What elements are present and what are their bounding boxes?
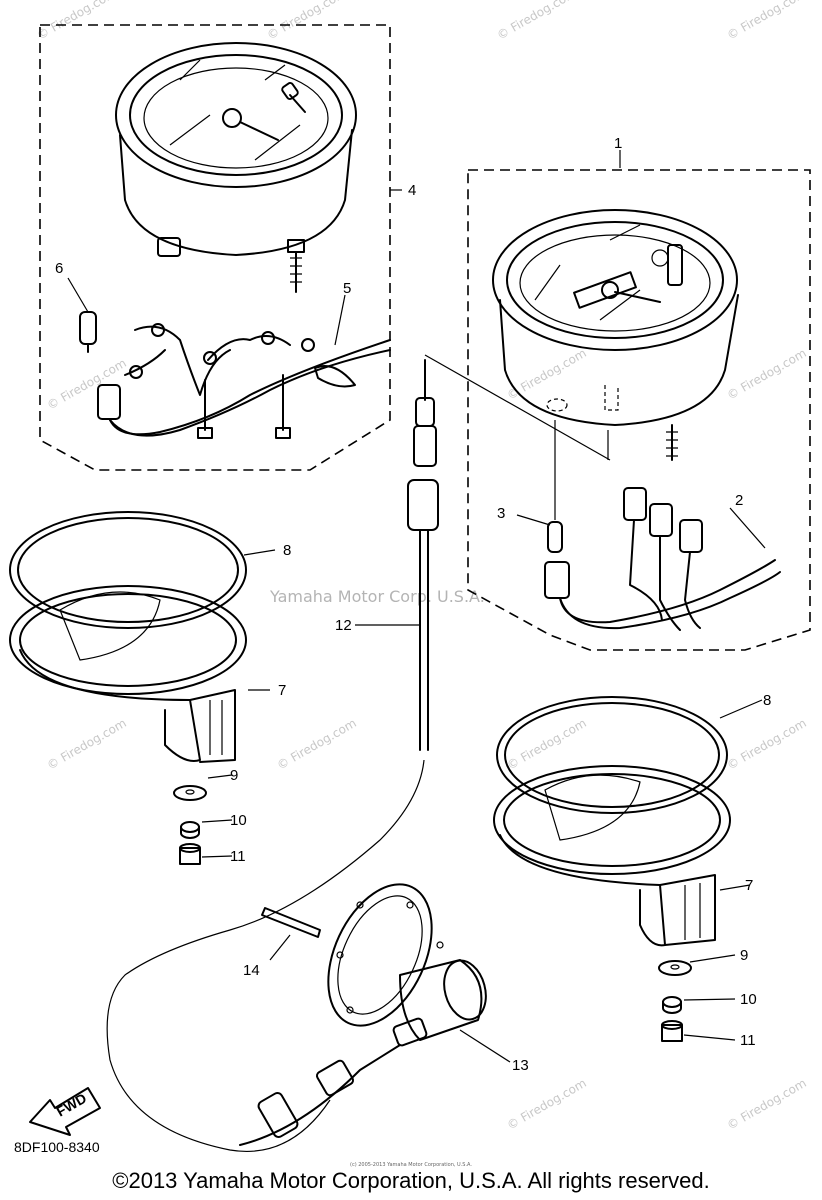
wire-harness-5 bbox=[79, 311, 391, 439]
callout-1: 1 bbox=[614, 135, 622, 152]
callout-3: 3 bbox=[497, 505, 505, 522]
callout-11-right: 11 bbox=[740, 1032, 756, 1049]
speedometer-drive-13 bbox=[327, 883, 487, 1047]
callout-4: 4 bbox=[408, 182, 416, 199]
callout-8-left: 8 bbox=[283, 542, 291, 559]
callout-11-left: 11 bbox=[230, 848, 246, 865]
center-watermark: Yamaha Motor Corp. U.S.A. bbox=[269, 587, 485, 606]
callout-10-left: 10 bbox=[230, 812, 247, 829]
callout-7-right: 7 bbox=[745, 877, 753, 894]
callout-13: 13 bbox=[512, 1057, 529, 1074]
hardware-right bbox=[658, 960, 692, 1042]
gauge-assembly-4 bbox=[115, 42, 357, 293]
watermark: © Firedog.com bbox=[725, 346, 809, 403]
callout-6: 6 bbox=[55, 260, 63, 277]
watermark: © Firedog.com bbox=[265, 0, 349, 43]
wire-harness-2 bbox=[544, 420, 781, 631]
group-box-1 bbox=[467, 169, 811, 651]
fwd-label: FWD bbox=[54, 1090, 90, 1120]
watermark: © Firedog.com bbox=[495, 0, 579, 43]
drawing-code: 8DF100-8340 bbox=[14, 1139, 100, 1155]
watermark: © Firedog.com bbox=[725, 716, 809, 773]
leader-lines bbox=[67, 150, 766, 1063]
callout-9-right: 9 bbox=[740, 947, 748, 964]
gauge-assembly-1 bbox=[492, 209, 739, 461]
watermark: © Firedog.com bbox=[725, 0, 809, 43]
speedometer-cable-12 bbox=[106, 354, 611, 1152]
watermark: © Firedog.com bbox=[505, 716, 589, 773]
callout-2: 2 bbox=[735, 492, 743, 509]
callout-10-right: 10 bbox=[740, 991, 757, 1008]
callout-14: 14 bbox=[243, 962, 260, 979]
callout-5: 5 bbox=[343, 280, 351, 297]
copyright-notice: ©2013 Yamaha Motor Corporation, U.S.A. A… bbox=[112, 1168, 710, 1193]
watermark: © Firedog.com bbox=[505, 1076, 589, 1133]
watermark: © Firedog.com bbox=[45, 716, 129, 773]
watermark: © Firedog.com bbox=[35, 0, 119, 43]
callout-8-right: 8 bbox=[763, 692, 771, 709]
callout-7-left: 7 bbox=[278, 682, 286, 699]
bezel-right bbox=[493, 696, 731, 947]
bezel-left bbox=[9, 511, 247, 763]
callout-12: 12 bbox=[335, 617, 352, 634]
callout-9-left: 9 bbox=[230, 767, 238, 784]
watermark: © Firedog.com bbox=[505, 346, 589, 403]
callouts: 1 2 3 4 5 6 7 7 8 8 9 9 10 10 11 11 12 1… bbox=[55, 135, 771, 1074]
watermark: © Firedog.com bbox=[275, 716, 359, 773]
pin-14 bbox=[261, 907, 321, 938]
fwd-arrow-icon: FWD bbox=[29, 1087, 101, 1136]
watermark: © Firedog.com bbox=[725, 1076, 809, 1133]
hardware-left bbox=[173, 785, 207, 865]
group-box-4 bbox=[39, 24, 391, 471]
fine-print: (c) 2005-2013 Yamaha Motor Corporation, … bbox=[350, 1162, 472, 1168]
